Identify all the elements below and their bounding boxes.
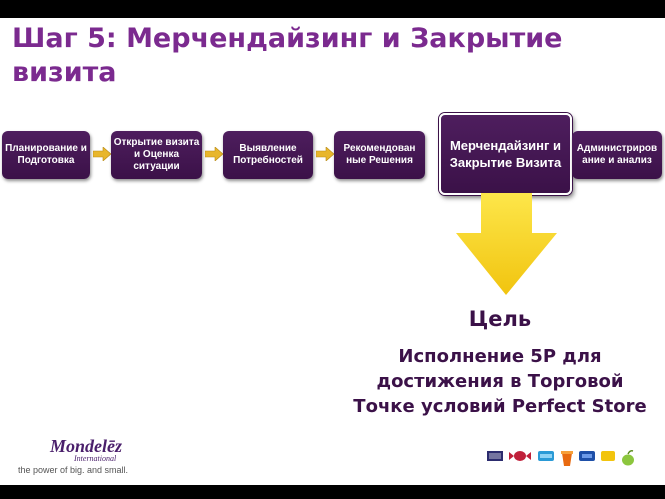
biscuit-icon bbox=[487, 451, 503, 461]
logo-name: Mondelēz bbox=[50, 436, 122, 456]
logo-tagline: the power of big. and small. bbox=[18, 465, 129, 475]
logo-sub: International bbox=[74, 454, 117, 463]
step-solutions-label: Рекомендован ные Решения bbox=[343, 143, 416, 166]
step-administration-label: Администриров ание и анализ bbox=[576, 143, 658, 166]
step-solutions: Рекомендован ные Решения bbox=[334, 131, 425, 179]
apple-icon bbox=[622, 450, 634, 466]
step-needs-label: Выявление Потребностей bbox=[233, 143, 303, 166]
step-planning-label: Планирование и Подготовка bbox=[5, 143, 87, 166]
top-bar bbox=[0, 0, 665, 18]
chevron-arrow-icon bbox=[316, 147, 334, 161]
step-opening-label: Открытие визита и Оценка ситуации bbox=[113, 137, 200, 172]
step-administration: Администриров ание и анализ bbox=[572, 131, 662, 179]
step-planning: Планирование и Подготовка bbox=[2, 131, 90, 179]
page-title: Шаг 5: Мерчендайзинг и Закрытие визита bbox=[12, 23, 563, 88]
cup-icon bbox=[561, 451, 573, 466]
gum-icon bbox=[538, 451, 554, 461]
drink-icon bbox=[579, 451, 595, 461]
down-arrow-icon bbox=[456, 193, 557, 295]
goal-title: Цель bbox=[468, 307, 532, 331]
mondelez-logo: Mondelēz International the power of big.… bbox=[14, 437, 128, 477]
bottom-bar bbox=[0, 485, 665, 499]
candy-icon bbox=[509, 451, 531, 461]
step-merchandising-label: Мерчендайзинг и Закрытие Визита bbox=[449, 138, 562, 170]
step-merchandising-active: Мерчендайзинг и Закрытие Визита bbox=[439, 113, 572, 195]
step-needs: Выявление Потребностей bbox=[223, 131, 313, 179]
cheese-icon bbox=[601, 451, 615, 461]
step-opening: Открытие визита и Оценка ситуации bbox=[111, 131, 202, 179]
chevron-arrow-icon bbox=[205, 147, 223, 161]
goal-text: Исполнение 5P для достижения в Торговой … bbox=[353, 346, 647, 417]
chevron-arrow-icon bbox=[93, 147, 111, 161]
